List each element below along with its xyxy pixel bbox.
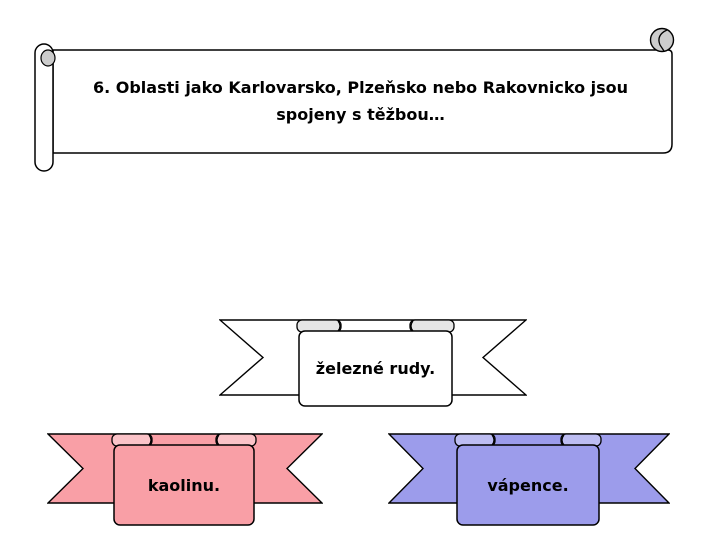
ribbon-shape-icon <box>47 433 323 526</box>
question-text: 6. Oblasti jako Karlovarsko, Plzeňsko ne… <box>48 74 673 128</box>
scroll-curl-hook <box>658 29 668 52</box>
ribbon-roll-right-curl <box>561 434 565 446</box>
ribbon-shape-icon <box>219 319 527 407</box>
ribbon-roll-right-curl <box>410 320 414 332</box>
scroll-sheet <box>52 49 673 154</box>
ribbon-shape-icon <box>388 433 670 526</box>
ribbon-panel <box>456 444 600 526</box>
scroll-curl-icon <box>649 27 675 53</box>
answer-ribbon-zelezne-rudy[interactable]: železné rudy. <box>219 319 527 409</box>
ribbon-panel <box>113 444 255 526</box>
scroll-shape-icon <box>34 27 675 172</box>
question-line-2: spojeny s těžbou… <box>276 105 445 124</box>
ribbon-roll-left-curl <box>491 434 495 446</box>
answer-ribbon-vapence[interactable]: vápence. <box>388 433 670 526</box>
question-scroll-banner: 6. Oblasti jako Karlovarsko, Plzeňsko ne… <box>28 24 688 176</box>
answer-ribbon-kaolinu[interactable]: kaolinu. <box>47 433 323 526</box>
scroll-roll <box>34 43 54 172</box>
ribbon-roll-left-curl <box>148 434 152 446</box>
answer-label: kaolinu. <box>147 475 221 495</box>
ribbon-panel <box>298 330 453 407</box>
scroll-roll-end-icon <box>40 49 56 67</box>
ribbon-roll-left-curl <box>337 320 341 332</box>
ribbon-roll-right-curl <box>216 434 220 446</box>
answer-label: železné rudy. <box>315 359 436 378</box>
question-line-1: 6. Oblasti jako Karlovarsko, Plzeňsko ne… <box>92 78 629 97</box>
answer-label: vápence. <box>487 475 569 495</box>
